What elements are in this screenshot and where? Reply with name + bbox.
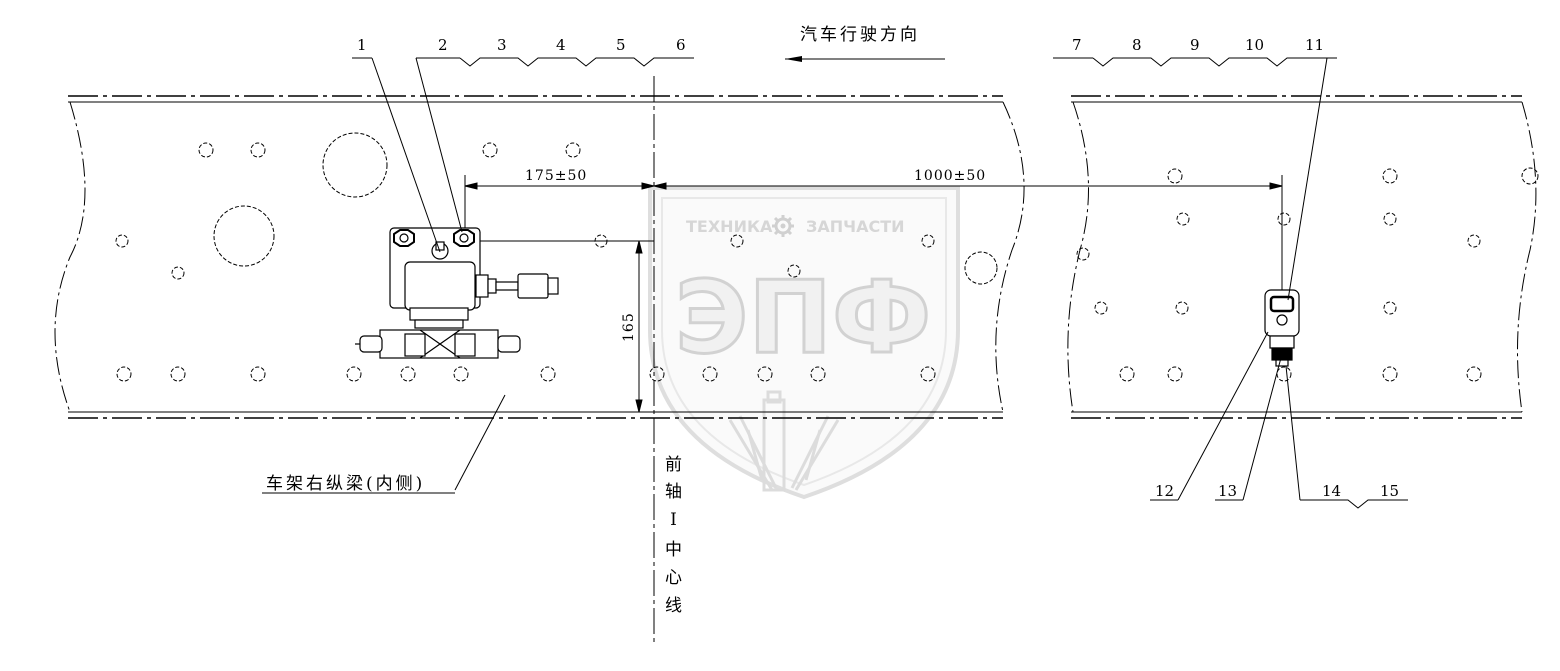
callout-2: 2: [438, 36, 448, 54]
dimension-vertical: 165: [621, 312, 637, 342]
callout-8: 8: [1132, 36, 1142, 54]
dimension-right: 1000±50: [914, 168, 986, 184]
callout-15: 15: [1380, 482, 1399, 500]
axle-label-char: 中: [665, 540, 685, 560]
axle-label-char: 线: [665, 596, 685, 616]
callout-9: 9: [1190, 36, 1200, 54]
direction-label: 汽车行驶方向: [800, 25, 920, 45]
callout-4: 4: [556, 36, 566, 54]
callout-1: 1: [357, 36, 367, 54]
callout-10: 10: [1245, 36, 1264, 54]
solenoid-valve: [355, 227, 559, 359]
axle-label-char: 心: [665, 568, 685, 588]
callout-6: 6: [676, 36, 686, 54]
callout-12: 12: [1155, 482, 1174, 500]
dimension-left: 175±50: [525, 168, 587, 184]
dimension-lines: [464, 175, 1283, 413]
gear-icon: [772, 215, 794, 237]
direction-arrow: [785, 56, 945, 62]
frame-rail-left: [54, 95, 1025, 419]
watermark-word-right: ЗАПЧАСТИ: [806, 217, 905, 236]
frame-label: 车架右纵梁(内侧): [266, 474, 425, 494]
axle-label-char: 轴: [665, 482, 685, 502]
callout-13: 13: [1218, 482, 1237, 500]
callout-leaders: [262, 57, 1408, 509]
callout-5: 5: [616, 36, 626, 54]
axle-label-char: 前: [665, 455, 685, 475]
sensor-assembly: [1264, 289, 1300, 367]
frame-holes: [115, 132, 1539, 382]
watermark-shield: [648, 186, 960, 500]
callout-3: 3: [497, 36, 507, 54]
frame-rail-right: [1067, 95, 1537, 419]
watermark-logo: ЭПФ: [675, 259, 931, 376]
axle-label: 前 轴 I 中 心 线: [665, 455, 685, 616]
watermark-word-left: ТЕХНИКА: [686, 217, 773, 236]
axle-label-char: I: [670, 510, 680, 530]
callout-11: 11: [1305, 36, 1324, 54]
callout-numbers: 1 2 3 4 5 6 7 8 9 10 11 12 13 14 15: [357, 36, 1399, 500]
callout-14: 14: [1322, 482, 1341, 500]
callout-7: 7: [1072, 36, 1082, 54]
wheat-emblem: [728, 390, 840, 492]
watermark: ТЕХНИКА ЗАПЧАСТИ ЭПФ: [648, 186, 960, 500]
